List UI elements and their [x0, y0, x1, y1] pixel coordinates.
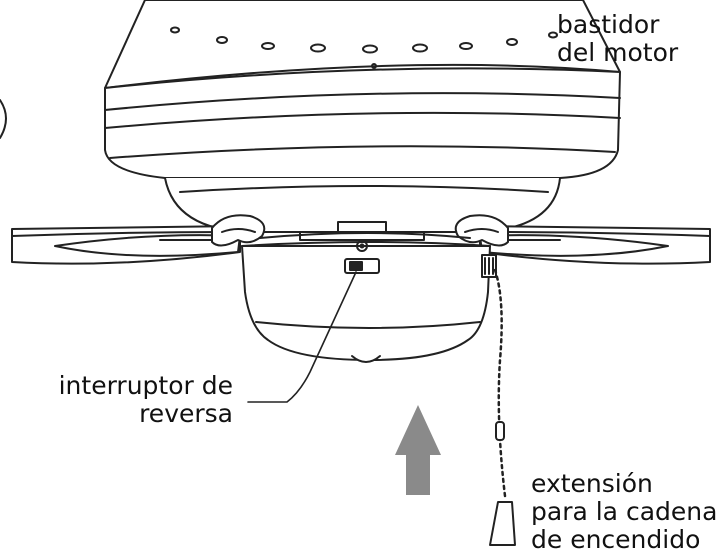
motor-housing-top — [104, 0, 621, 89]
pull-chain-label-line-1: extensión — [531, 469, 653, 498]
pull-chain-fob — [489, 501, 516, 546]
pull-chain-socket — [481, 254, 497, 278]
switch-housing — [241, 240, 491, 363]
motor-housing-label: bastidor del motor — [557, 11, 678, 67]
leader-line-switch — [247, 271, 357, 403]
motor-housing-body — [104, 67, 621, 179]
reverse-switch-label: interruptor de reversa — [59, 372, 233, 428]
up-arrow-icon — [395, 405, 441, 495]
reverse-switch-label-line-1: interruptor de — [58, 371, 233, 400]
chain-connector — [495, 421, 505, 441]
pull-chain-label-line-2: para la cadena — [531, 497, 718, 526]
motor-housing-label-line-1: bastidor — [557, 10, 660, 39]
pull-chain — [493, 268, 507, 498]
reverse-switch-label-line-2: reversa — [139, 399, 233, 428]
fan-blades — [11, 225, 711, 265]
blade-brackets — [211, 214, 509, 247]
left-edge-fragment — [0, 99, 7, 139]
pull-chain-label-line-3: de encendido — [531, 525, 701, 554]
motor-housing-label-line-2: del motor — [557, 38, 679, 67]
reverse-switch-icon — [344, 258, 380, 274]
pull-chain-extension-label: extensión para la cadena de encendido — [531, 470, 717, 554]
